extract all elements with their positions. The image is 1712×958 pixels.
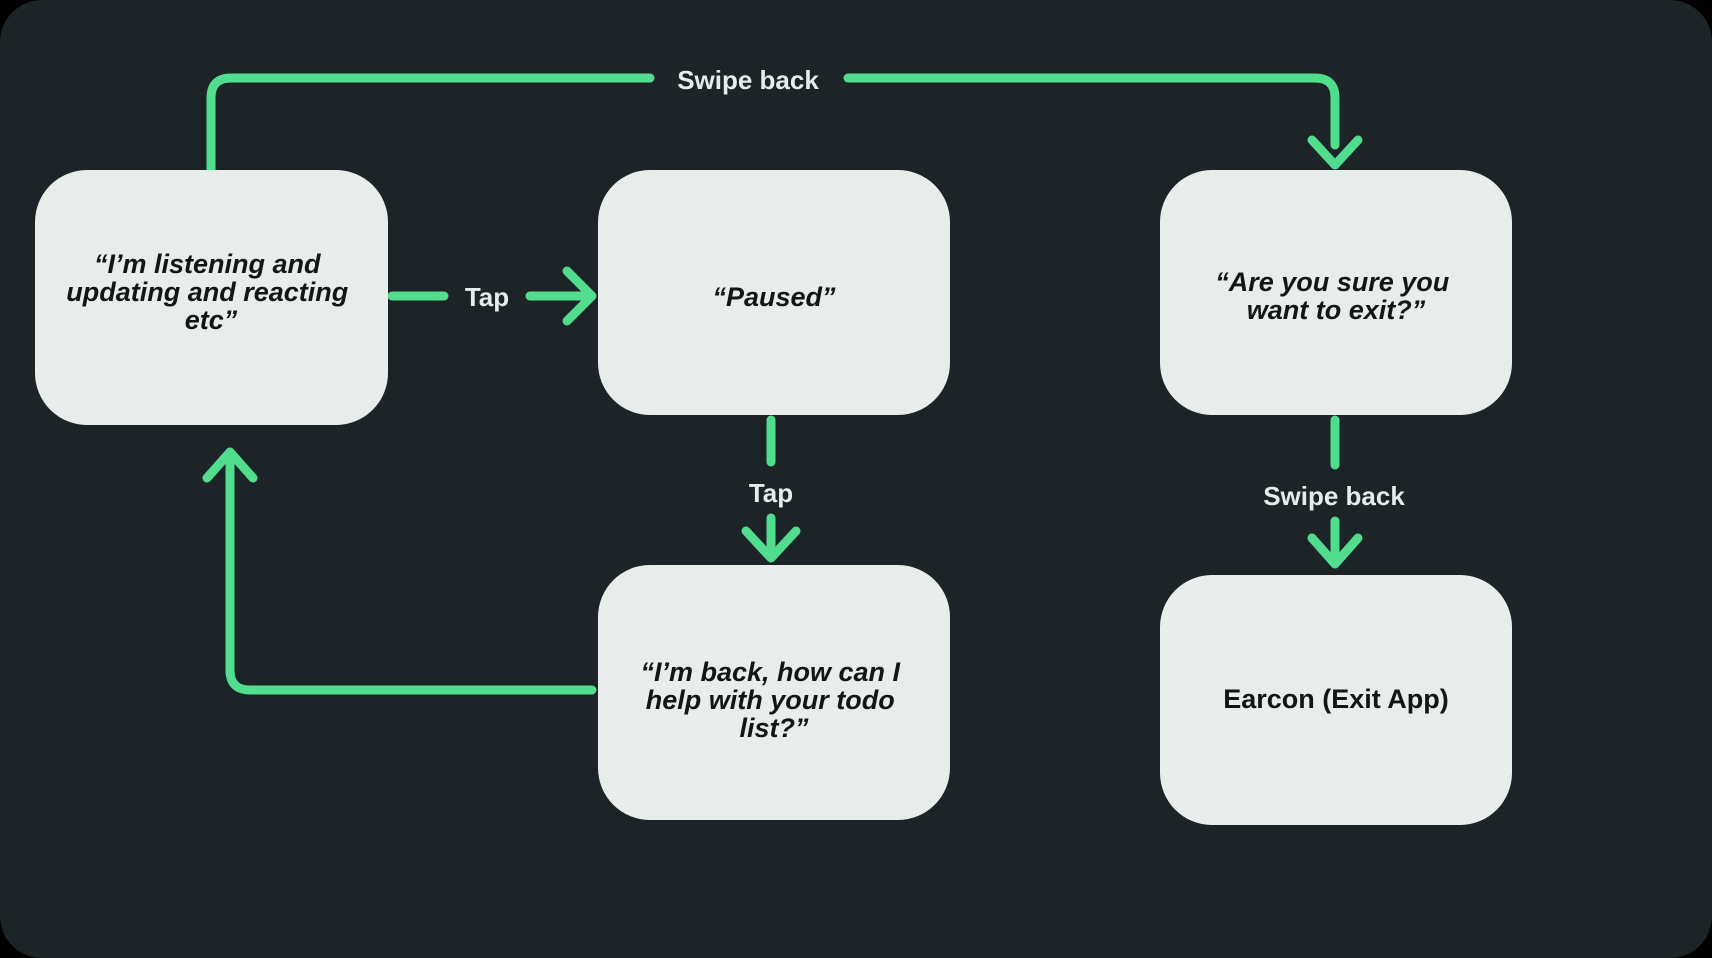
- edge-im-back-to-listening: [202, 447, 597, 695]
- node-confirm-exit-box[interactable]: [1160, 170, 1512, 415]
- arrowhead-up-listening: [202, 447, 258, 483]
- edge-label-swipe-back-right: Swipe back: [1263, 481, 1405, 511]
- node-im-back-box[interactable]: [598, 565, 950, 820]
- node-listening[interactable]: “I’m listening and updating and reacting…: [35, 170, 388, 425]
- node-confirm-exit[interactable]: “Are you sure you want to exit?”: [1160, 170, 1512, 415]
- node-confirm-exit-label: “Are you sure you want to exit?”: [1215, 267, 1457, 325]
- node-paused-box[interactable]: [598, 170, 950, 415]
- edge-confirm-exit-to-earcon: Swipe back: [1263, 415, 1405, 569]
- edge-paused-to-im-back: Tap: [741, 415, 801, 563]
- edge-label-tap-vertical: Tap: [749, 478, 793, 508]
- arrowhead-down-im-back: [741, 526, 801, 563]
- node-listening-label: “I’m listening and updating and reacting…: [66, 249, 356, 335]
- arrowhead-down-confirm-exit: [1307, 135, 1363, 170]
- edge-listening-to-paused: Tap: [387, 266, 597, 326]
- node-earcon-exit-box[interactable]: [1160, 575, 1512, 825]
- edge-listening-to-confirm-exit: Swipe back: [206, 65, 1363, 175]
- node-earcon-exit-label: Earcon (Exit App): [1223, 684, 1449, 714]
- arrowhead-right-paused: [562, 266, 597, 326]
- node-paused-label: “Paused”: [712, 282, 836, 312]
- node-im-back-label: “I’m back, how can I help with your todo…: [640, 657, 907, 743]
- edge-label-swipe-back-top: Swipe back: [677, 65, 819, 95]
- edge-path-return-to-listening: [225, 450, 597, 695]
- edge-path-swipe-back-top-right: [843, 73, 1340, 150]
- edge-path-swipe-back-top-left: [206, 73, 655, 175]
- node-im-back[interactable]: “I’m back, how can I help with your todo…: [598, 565, 950, 820]
- edge-label-tap-horizontal: Tap: [465, 282, 509, 312]
- node-earcon-exit[interactable]: Earcon (Exit App): [1160, 575, 1512, 825]
- node-listening-box[interactable]: [35, 170, 388, 425]
- arrowhead-down-earcon: [1307, 533, 1363, 569]
- node-paused[interactable]: “Paused”: [598, 170, 950, 415]
